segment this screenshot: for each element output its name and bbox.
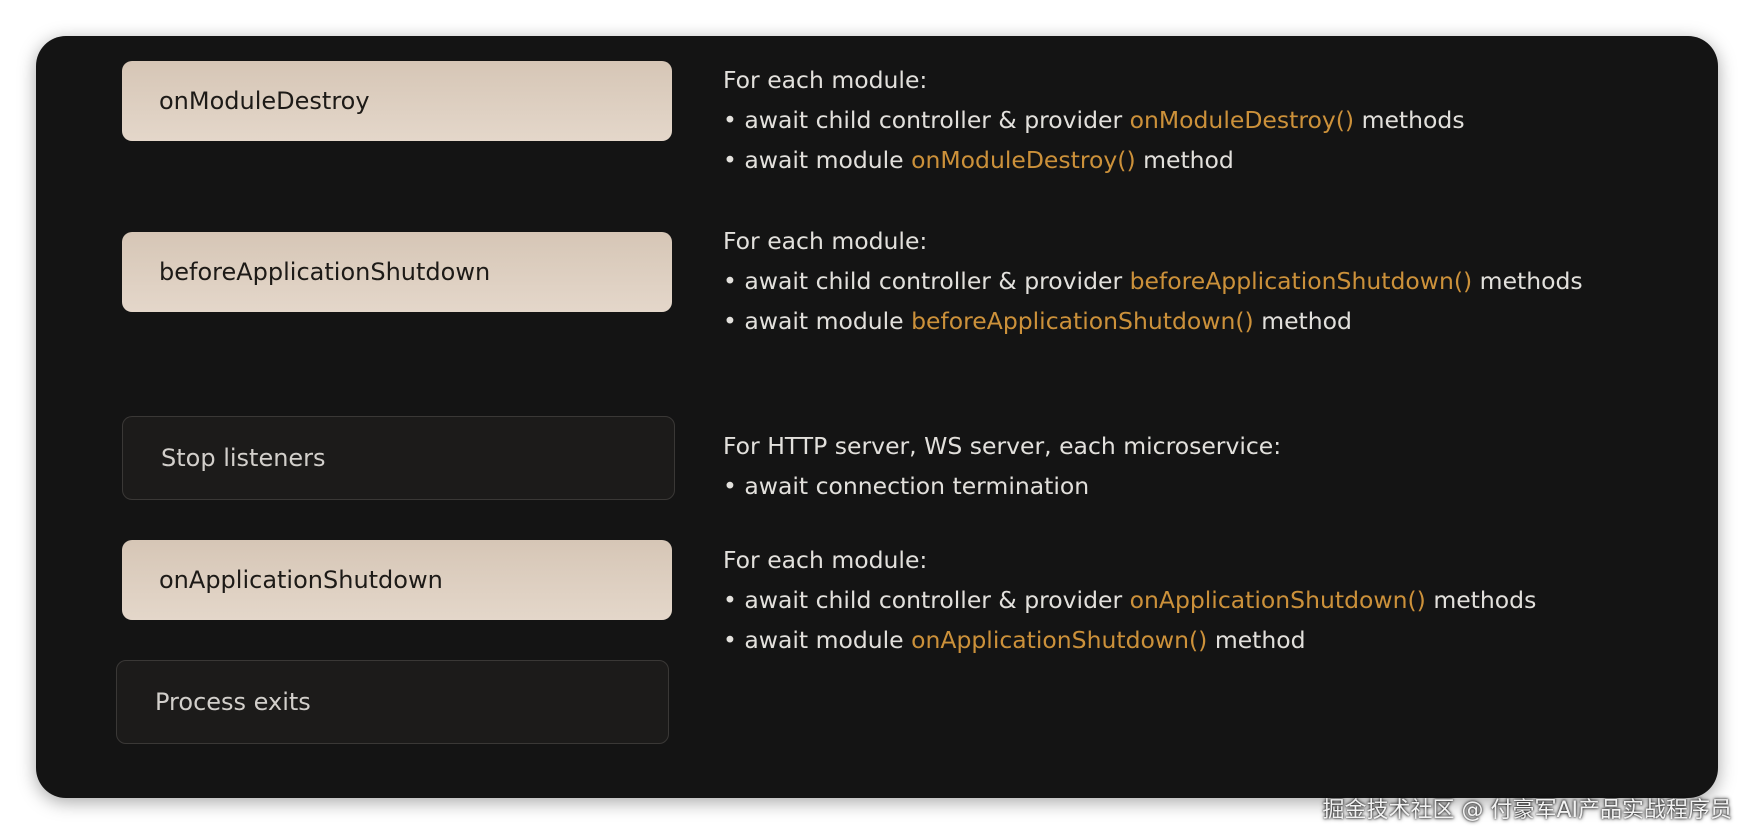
step-box-before-application-shutdown: beforeApplicationShutdown <box>122 232 672 312</box>
desc-text: • await module <box>723 146 912 174</box>
desc-line: • await child controller & provider befo… <box>723 261 1583 301</box>
method-highlight: beforeApplicationShutdown() <box>1129 267 1473 295</box>
desc-text: • await child controller & provider <box>723 586 1130 614</box>
desc-intro: For each module: <box>723 546 928 574</box>
step-label: beforeApplicationShutdown <box>159 258 491 286</box>
step-desc-stop-listeners: For HTTP server, WS server, each microse… <box>723 426 1281 506</box>
desc-intro: For HTTP server, WS server, each microse… <box>723 432 1282 460</box>
step-label: Process exits <box>155 688 311 716</box>
desc-text: methods <box>1425 586 1537 614</box>
desc-line: • await child controller & provider onMo… <box>723 100 1465 140</box>
desc-text: methods <box>1354 106 1465 134</box>
desc-text: • await child controller & provider <box>723 267 1130 295</box>
method-highlight: onModuleDestroy() <box>911 146 1136 174</box>
step-box-on-application-shutdown: onApplicationShutdown <box>122 540 672 620</box>
desc-text: method <box>1135 146 1234 174</box>
desc-text: method <box>1207 626 1306 654</box>
step-desc-on-application-shutdown: For each module: • await child controlle… <box>723 540 1536 660</box>
desc-text: methods <box>1472 267 1583 295</box>
desc-line: • await module beforeApplicationShutdown… <box>723 301 1583 341</box>
desc-text: • await module <box>723 626 912 654</box>
desc-intro: For each module: <box>723 227 928 255</box>
method-highlight: beforeApplicationShutdown() <box>911 307 1254 335</box>
desc-text: • await child controller & provider <box>723 106 1130 134</box>
step-box-on-module-destroy: onModuleDestroy <box>122 61 672 141</box>
step-box-stop-listeners: Stop listeners <box>122 416 675 500</box>
desc-line: • await module onModuleDestroy() method <box>723 140 1465 180</box>
desc-line: • await connection termination <box>723 472 1090 500</box>
desc-line: • await child controller & provider onAp… <box>723 580 1536 620</box>
method-highlight: onApplicationShutdown() <box>911 626 1208 654</box>
lifecycle-diagram: onModuleDestroy For each module: • await… <box>36 36 1718 798</box>
desc-text: method <box>1253 307 1352 335</box>
desc-intro: For each module: <box>723 66 928 94</box>
desc-line: • await module onApplicationShutdown() m… <box>723 620 1536 660</box>
step-label: onModuleDestroy <box>159 87 370 115</box>
step-box-process-exits: Process exits <box>116 660 669 744</box>
method-highlight: onModuleDestroy() <box>1129 106 1355 134</box>
desc-text: • await module <box>723 307 912 335</box>
method-highlight: onApplicationShutdown() <box>1129 586 1426 614</box>
step-desc-before-application-shutdown: For each module: • await child controlle… <box>723 221 1583 341</box>
step-label: onApplicationShutdown <box>159 566 443 594</box>
step-desc-on-module-destroy: For each module: • await child controlle… <box>723 60 1465 180</box>
watermark: 掘金技术社区 @ 付豪军AI产品实战程序员 <box>1322 798 1732 823</box>
step-label: Stop listeners <box>161 444 326 472</box>
